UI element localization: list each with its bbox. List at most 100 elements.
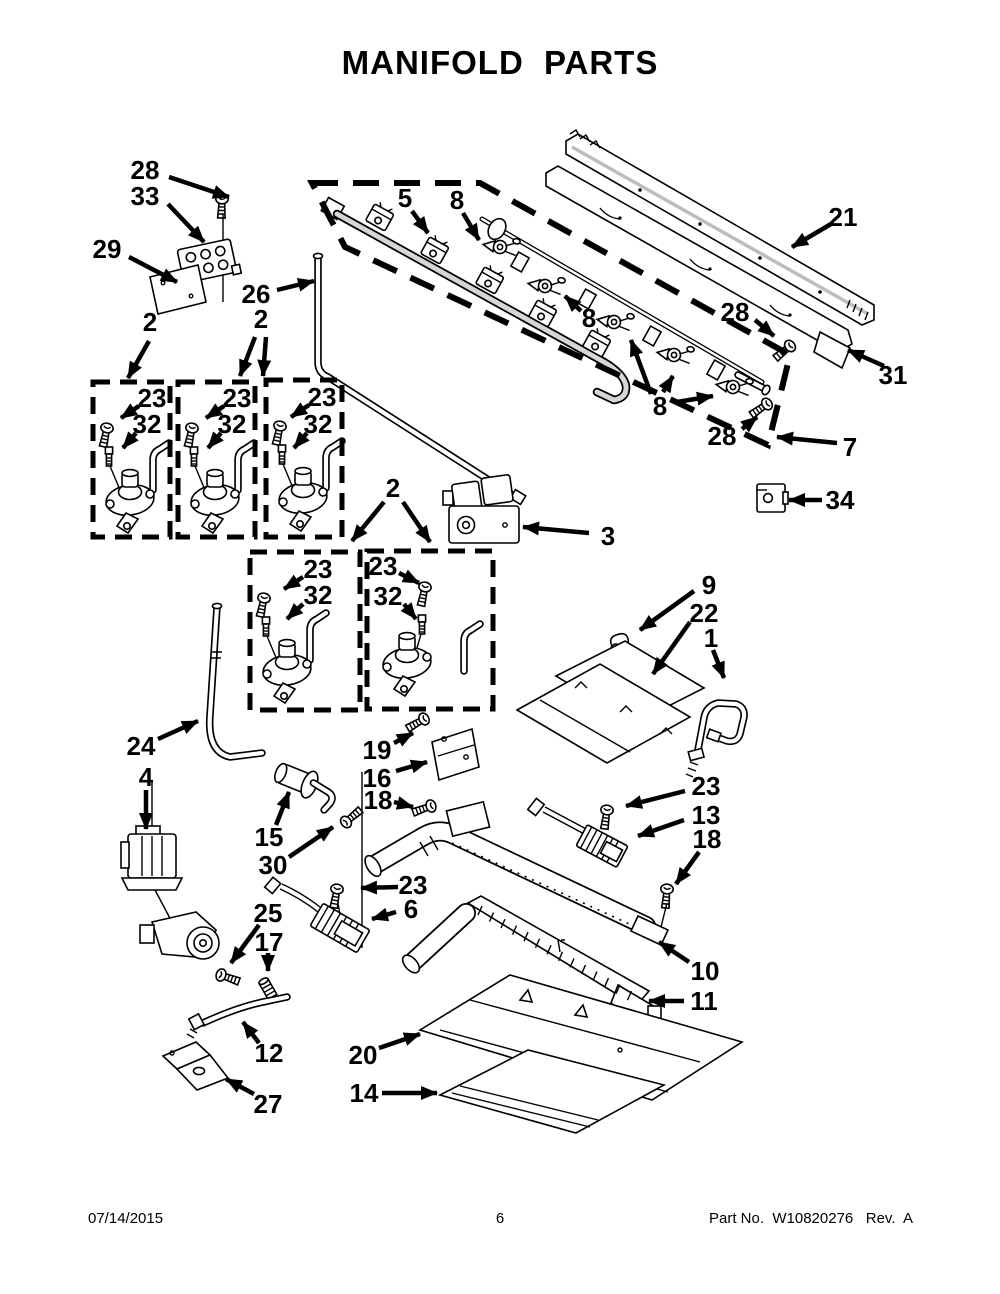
callout-label-21: 21 <box>829 202 858 232</box>
callout-arrow-30 <box>287 825 335 859</box>
callout-arrow-21 <box>790 222 833 249</box>
rail-ridges <box>477 905 633 1001</box>
callout-label-10: 10 <box>691 956 720 986</box>
screw-28 <box>747 395 776 421</box>
callout-label-8: 8 <box>653 391 667 421</box>
burner-tube-10 <box>364 800 670 947</box>
callout-arrow-2 <box>401 500 432 544</box>
flame-sensor-13 <box>526 797 629 868</box>
part-illustrations <box>97 129 875 1134</box>
callout-arrow-25 <box>229 923 261 965</box>
callout-arrow-23 <box>119 403 141 420</box>
pressure-regulator-34 <box>756 483 789 513</box>
callout-label-16: 16 <box>363 763 392 793</box>
callout-arrow-23 <box>360 880 399 895</box>
callout-arrow-24 <box>157 718 199 742</box>
callout-arrow-22 <box>651 620 692 676</box>
orifice-holder-15 <box>273 762 336 814</box>
callout-arrow-23 <box>397 569 421 586</box>
callout-label-4: 4 <box>139 762 154 792</box>
callout-label-23: 23 <box>692 771 721 801</box>
callout-label-2: 2 <box>143 307 157 337</box>
supply-tube-24 <box>205 602 266 761</box>
callout-arrow-20 <box>378 1031 421 1051</box>
screw-25 <box>213 966 242 989</box>
burner-shield-14 <box>437 1049 667 1134</box>
callout-arrow-27 <box>224 1077 256 1096</box>
callout-arrow-33 <box>166 202 206 244</box>
callout-arrow-2 <box>126 339 151 380</box>
rail-ridge-tick <box>546 945 552 955</box>
callout-label-22: 22 <box>690 598 719 628</box>
gas-pipe-12 <box>186 993 291 1039</box>
callout-arrow-3 <box>522 521 590 536</box>
manifold-valves <box>481 231 755 399</box>
callout-label-15: 15 <box>255 822 284 852</box>
callout-label-23: 23 <box>399 870 428 900</box>
callout-label-34: 34 <box>826 485 855 515</box>
callout-label-23: 23 <box>369 551 398 581</box>
callout-arrow-18 <box>393 796 414 810</box>
callout-arrow-5 <box>410 209 430 235</box>
valve-kit-dashed-box-2 <box>175 379 258 540</box>
callout-arrow-32 <box>400 602 418 621</box>
dashed-group-boxes <box>90 180 794 713</box>
fitting-17 <box>258 977 278 1001</box>
callout-arrow-6 <box>371 907 397 922</box>
callout-arrow-2 <box>237 336 258 377</box>
orifice-plate <box>509 251 531 273</box>
callout-arrow-32 <box>121 431 139 450</box>
callout-arrow-28 <box>740 415 759 433</box>
igniter-switch-6 <box>263 876 370 953</box>
callout-label-32: 32 <box>304 409 333 439</box>
callout-arrow-10 <box>657 940 691 964</box>
callout-label-2: 2 <box>254 304 268 334</box>
rail-ridge-tick <box>580 964 587 975</box>
callout-label-23: 23 <box>138 383 167 413</box>
callout-label-23: 23 <box>304 554 333 584</box>
rail-ridge-tick <box>557 951 564 962</box>
callout-label-9: 9 <box>702 570 716 600</box>
rail-ridge-tick <box>500 918 506 929</box>
leader-line <box>337 902 341 916</box>
callout-arrow-2 <box>350 500 386 543</box>
callout-arrow-26 <box>276 277 315 293</box>
callout-arrow-15 <box>273 791 292 826</box>
callout-arrow-18 <box>674 850 701 886</box>
callout-arrow-8 <box>676 391 714 406</box>
igniter-harness-5 <box>320 196 631 405</box>
callout-arrow-12 <box>241 1020 261 1045</box>
callout-label-27: 27 <box>254 1089 283 1119</box>
callout-arrow-23 <box>282 574 305 591</box>
callout-label-30: 30 <box>259 850 288 880</box>
callout-arrow-7 <box>776 431 838 446</box>
heat-shield-22 <box>515 640 706 764</box>
callout-label-2: 2 <box>386 473 400 503</box>
callout-arrow-23 <box>625 788 686 809</box>
callout-label-32: 32 <box>304 580 333 610</box>
footer-part-number: Part No. W10820276 Rev. A <box>709 1210 913 1227</box>
callout-label-11: 11 <box>690 986 718 1016</box>
orifice-plate <box>641 325 663 347</box>
screw-23 <box>326 882 345 910</box>
callout-arrow-8 <box>658 374 675 394</box>
callout-arrow-16 <box>395 759 428 774</box>
backguard-rail-21 <box>565 129 875 326</box>
callout-arrow-31 <box>847 347 885 369</box>
callout-label-8: 8 <box>582 303 596 333</box>
rail-ridge-tick <box>523 931 529 942</box>
callout-label-5: 5 <box>398 183 412 213</box>
manifold-valve <box>526 270 567 298</box>
orifice-plate <box>576 288 598 310</box>
support-rail-11 <box>401 895 662 1030</box>
callout-arrow-32 <box>285 602 305 621</box>
callout-label-29: 29 <box>93 234 122 264</box>
callout-label-14: 14 <box>350 1078 379 1108</box>
screw-30 <box>337 804 366 831</box>
manifold-valve <box>595 306 636 334</box>
callout-label-23: 23 <box>308 382 337 412</box>
screw-23 <box>597 803 615 831</box>
